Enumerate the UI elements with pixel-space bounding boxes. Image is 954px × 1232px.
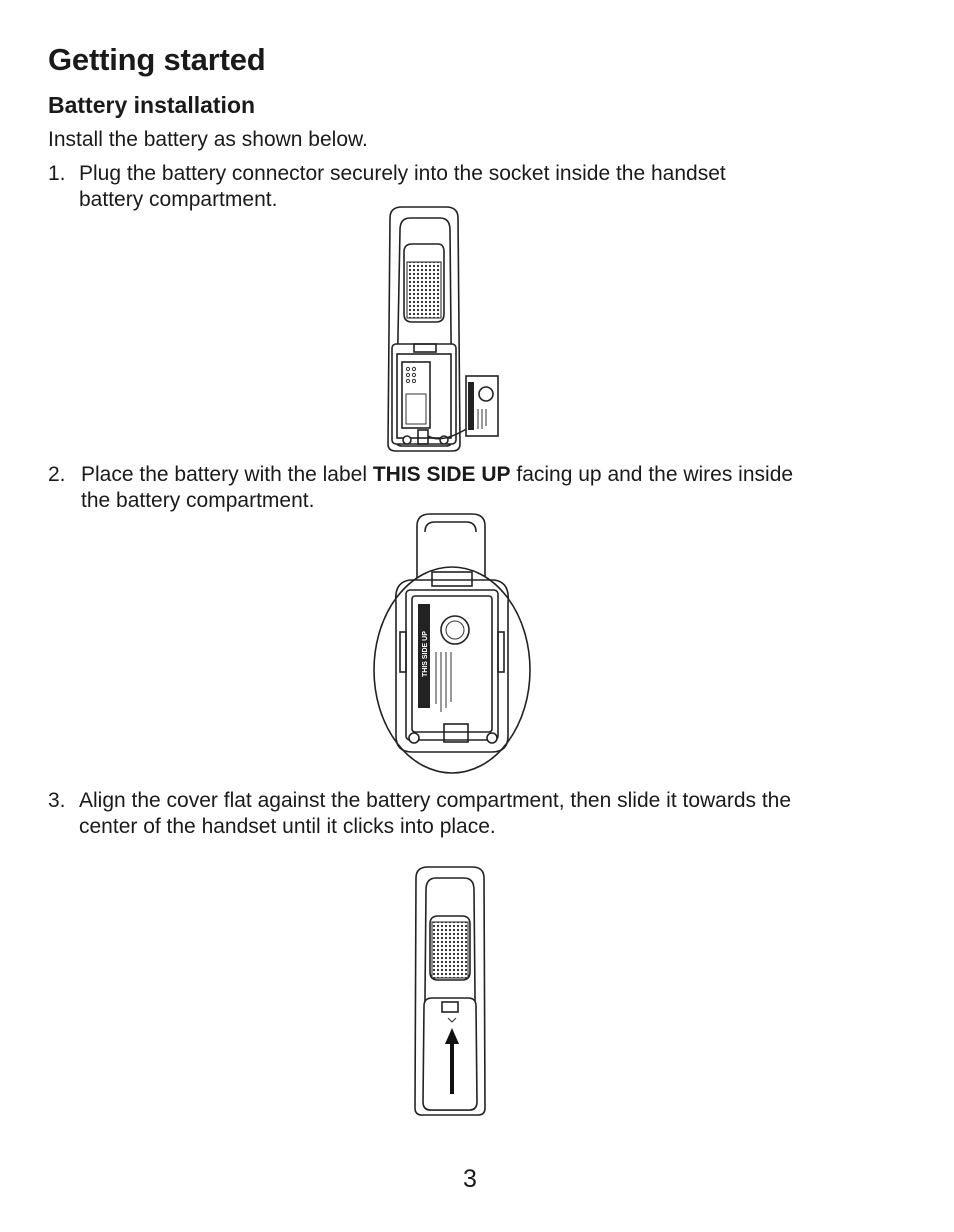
step-text-line: the battery compartment.	[81, 489, 315, 512]
battery-in-compartment-illustration: THIS SIDE UP	[373, 513, 531, 774]
step-number: 3.	[48, 789, 66, 812]
step-number: 1.	[48, 162, 66, 185]
handset-cover-slide-illustration	[414, 866, 486, 1116]
step-1: 1. Plug the battery connector securely i…	[48, 161, 918, 213]
handset-open-compartment-illustration	[387, 206, 499, 452]
step-2: 2. Place the battery with the label THIS…	[48, 462, 918, 514]
step-3: 3. Align the cover flat against the batt…	[48, 788, 918, 840]
step-text-prefix: Place the battery with the label	[81, 463, 373, 486]
intro-text: Install the battery as shown below.	[48, 128, 368, 151]
step-text: Align the cover flat against the battery…	[79, 788, 791, 840]
step-text: Plug the battery connector securely into…	[79, 161, 726, 213]
step-text-line: Plug the battery connector securely into…	[79, 162, 726, 185]
step-text-line: Place the battery with the label THIS SI…	[81, 462, 793, 488]
step-text-line: center of the handset until it clicks in…	[79, 815, 496, 838]
step-text-suffix: facing up and the wires inside	[510, 463, 794, 486]
section-heading: Battery installation	[48, 92, 256, 118]
page-title: Getting started	[48, 42, 266, 77]
step-text-line: battery compartment.	[79, 188, 278, 211]
step-text-line: Align the cover flat against the battery…	[79, 789, 792, 812]
battery-label-callout: THIS SIDE UP	[372, 463, 511, 486]
step-text: Place the battery with the label THIS SI…	[81, 462, 793, 514]
battery-label-text: THIS SIDE UP	[422, 631, 429, 677]
page-number: 3	[463, 1165, 477, 1193]
step-number: 2.	[48, 463, 66, 486]
